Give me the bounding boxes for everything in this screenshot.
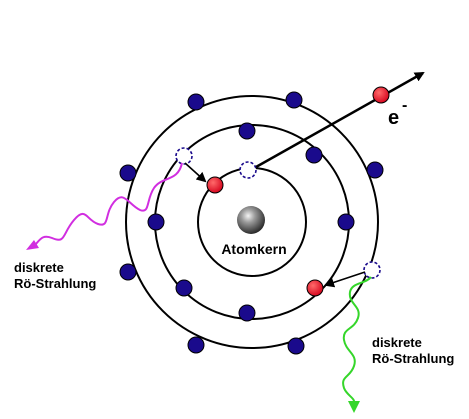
transition-arrow-left [184, 162, 207, 183]
electron [119, 164, 137, 182]
radiation-label-right-line1: diskrete [372, 335, 422, 350]
moving-electrons [206, 86, 390, 297]
electron [187, 93, 205, 111]
radiation-label-right-line2: Rö-Strahlung [372, 351, 454, 366]
electron-charge: - [402, 97, 407, 114]
electron [337, 213, 355, 231]
electron [287, 337, 305, 355]
transition-arrow-right [324, 271, 366, 288]
electron [305, 146, 323, 164]
electron [147, 213, 165, 231]
ejected-electron [372, 86, 390, 104]
radiation-wave-left [33, 162, 183, 247]
vacancy-k-shell [239, 161, 257, 179]
radiation-label-left-line2: Rö-Strahlung [14, 276, 96, 291]
nucleus [237, 206, 265, 234]
radiation-arrowhead-left [26, 240, 39, 250]
electron-symbol: e [388, 107, 399, 129]
transitioning-electron-left [206, 176, 224, 194]
radiation-arrowhead-right [348, 401, 360, 413]
radiation-label-left-line1: diskrete [14, 260, 64, 275]
electron [175, 279, 193, 297]
vacancy-l-shell [175, 147, 193, 165]
electrons [119, 91, 384, 355]
orbit-m-shell [125, 95, 379, 349]
electron [187, 336, 205, 354]
electron [119, 263, 137, 281]
vacancy-m-shell [363, 261, 381, 279]
electron [238, 304, 256, 322]
electron [366, 161, 384, 179]
vacancies [175, 147, 381, 279]
nucleus-label: Atomkern [221, 241, 286, 257]
ejection-arrow [255, 71, 425, 169]
radiation-wave-right [342, 276, 372, 405]
transitioning-electron-right [306, 279, 324, 297]
electron [238, 122, 256, 140]
electron [285, 91, 303, 109]
